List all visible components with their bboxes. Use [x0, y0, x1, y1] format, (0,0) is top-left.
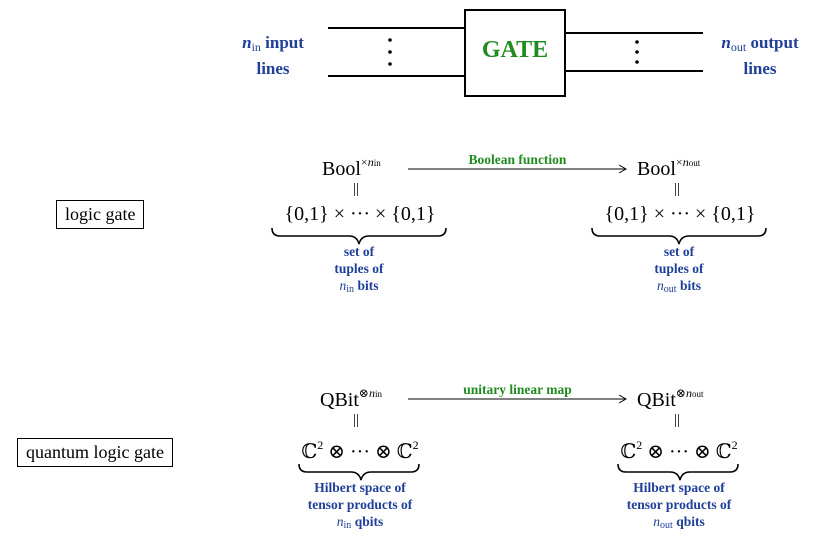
logic-arrow-head	[618, 164, 628, 174]
quantum-left-set-mid: ⊗ ··· ⊗	[323, 441, 397, 463]
quantum-left-brace-var: n	[336, 514, 344, 529]
input-label-line2: lines	[256, 59, 290, 78]
quantum-arrow-head	[618, 394, 628, 404]
logic-left-brace-line1: set of	[343, 244, 375, 259]
logic-left-brace-label: set of tuples of nin bits	[309, 243, 409, 298]
input-sub: in	[251, 40, 261, 54]
logic-right-set: {0,1} × ··· × {0,1}	[604, 203, 756, 225]
quantum-right-set: ℂ2 ⊗ ··· ⊗ ℂ2	[618, 438, 740, 464]
quantum-left-set: ℂ2 ⊗ ··· ⊗ ℂ2	[299, 438, 421, 464]
logic-right-eq: ||	[674, 181, 681, 197]
quantum-left-set-a: ℂ	[301, 441, 318, 463]
logic-left-eq: ||	[353, 181, 360, 197]
logic-right-brace-sub: out	[663, 284, 677, 295]
quantum-left-brace-label: Hilbert space of tensor products of nin …	[290, 479, 430, 534]
quantum-left-brace-line1: Hilbert space of	[314, 480, 406, 495]
logic-domain: Bool×nin	[322, 155, 381, 181]
logic-codomain-var: n	[682, 155, 689, 169]
logic-codomain-sub: out	[688, 158, 701, 168]
quantum-left-eq: ||	[353, 412, 360, 428]
quantum-right-brace-label: Hilbert space of tensor products of nout…	[609, 479, 749, 534]
logic-right-brace-label: set of tuples of nout bits	[629, 243, 729, 298]
logic-domain-op: ×	[360, 155, 368, 169]
logic-right-brace-line2: tuples of	[654, 261, 704, 276]
output-dots	[635, 40, 639, 64]
quantum-left-brace	[298, 463, 420, 481]
quantum-right-set-pow-a: 2	[636, 438, 643, 452]
output-lines-label: nout output lines	[710, 32, 810, 79]
output-label-line2: lines	[743, 59, 777, 78]
output-label-line1: output	[750, 33, 799, 52]
quantum-right-brace-line1: Hilbert space of	[633, 480, 725, 495]
quantum-left-brace-line3: qbits	[354, 514, 384, 529]
logic-gate-label: logic gate	[56, 200, 145, 229]
logic-right-brace-var: n	[657, 278, 664, 293]
logic-domain-var: n	[367, 155, 374, 169]
logic-left-brace	[271, 227, 447, 245]
quantum-left-set-b: ℂ	[396, 441, 413, 463]
logic-left-brace-line2: tuples of	[334, 261, 384, 276]
quantum-right-brace-sub: out	[660, 520, 673, 531]
quantum-right-set-pow-b: 2	[731, 438, 738, 452]
quantum-codomain-sub: out	[691, 389, 704, 399]
logic-left-set: {0,1} × ··· × {0,1}	[284, 203, 436, 225]
quantum-right-brace-line3: qbits	[676, 514, 705, 529]
quantum-left-brace-line2: tensor products of	[307, 497, 413, 512]
quantum-right-brace	[617, 463, 739, 481]
quantum-arrow-label: unitary linear map	[463, 382, 572, 397]
output-sub: out	[730, 40, 747, 54]
gate-box	[464, 9, 566, 97]
logic-codomain: Bool×nout	[637, 155, 700, 181]
quantum-left-set-pow-a: 2	[317, 438, 324, 452]
input-label-line1: input	[265, 33, 304, 52]
quantum-domain-base: QBit	[320, 389, 359, 411]
logic-domain-base: Bool	[322, 158, 361, 180]
quantum-domain-op: ⊗	[358, 386, 369, 400]
logic-codomain-op: ×	[675, 155, 683, 169]
quantum-left-set-pow-b: 2	[412, 438, 419, 452]
quantum-codomain-op: ⊗	[675, 386, 686, 400]
quantum-codomain-base: QBit	[637, 389, 676, 411]
logic-left-brace-var: n	[339, 278, 347, 293]
logic-codomain-base: Bool	[637, 158, 676, 180]
quantum-left-brace-sub: in	[343, 520, 352, 531]
logic-right-brace-line1: set of	[663, 244, 695, 259]
logic-right-brace-line3: bits	[679, 278, 701, 293]
quantum-codomain: QBit⊗nout	[637, 386, 703, 412]
quantum-domain-var: n	[368, 386, 375, 400]
quantum-right-set-a: ℂ	[620, 441, 637, 463]
input-dots	[388, 38, 392, 66]
quantum-domain: QBit⊗nin	[320, 386, 382, 412]
quantum-domain-sub: in	[374, 389, 382, 399]
logic-left-brace-sub: in	[346, 284, 355, 295]
quantum-right-set-b: ℂ	[715, 441, 732, 463]
quantum-gate-label: quantum logic gate	[17, 438, 173, 467]
output-var: n	[721, 33, 731, 52]
quantum-right-brace-var: n	[653, 514, 661, 529]
quantum-right-brace-line2: tensor products of	[626, 497, 732, 512]
quantum-right-eq: ||	[674, 412, 681, 428]
gate-label: GATE	[481, 37, 549, 63]
logic-domain-sub: in	[373, 158, 381, 168]
quantum-codomain-var: n	[685, 386, 692, 400]
quantum-right-set-mid: ⊗ ··· ⊗	[642, 441, 716, 463]
input-var: n	[242, 33, 252, 52]
input-lines-label: nin input lines	[228, 32, 318, 79]
logic-left-brace-line3: bits	[357, 278, 379, 293]
logic-right-brace	[591, 227, 767, 245]
logic-arrow-label: Boolean function	[468, 152, 567, 167]
